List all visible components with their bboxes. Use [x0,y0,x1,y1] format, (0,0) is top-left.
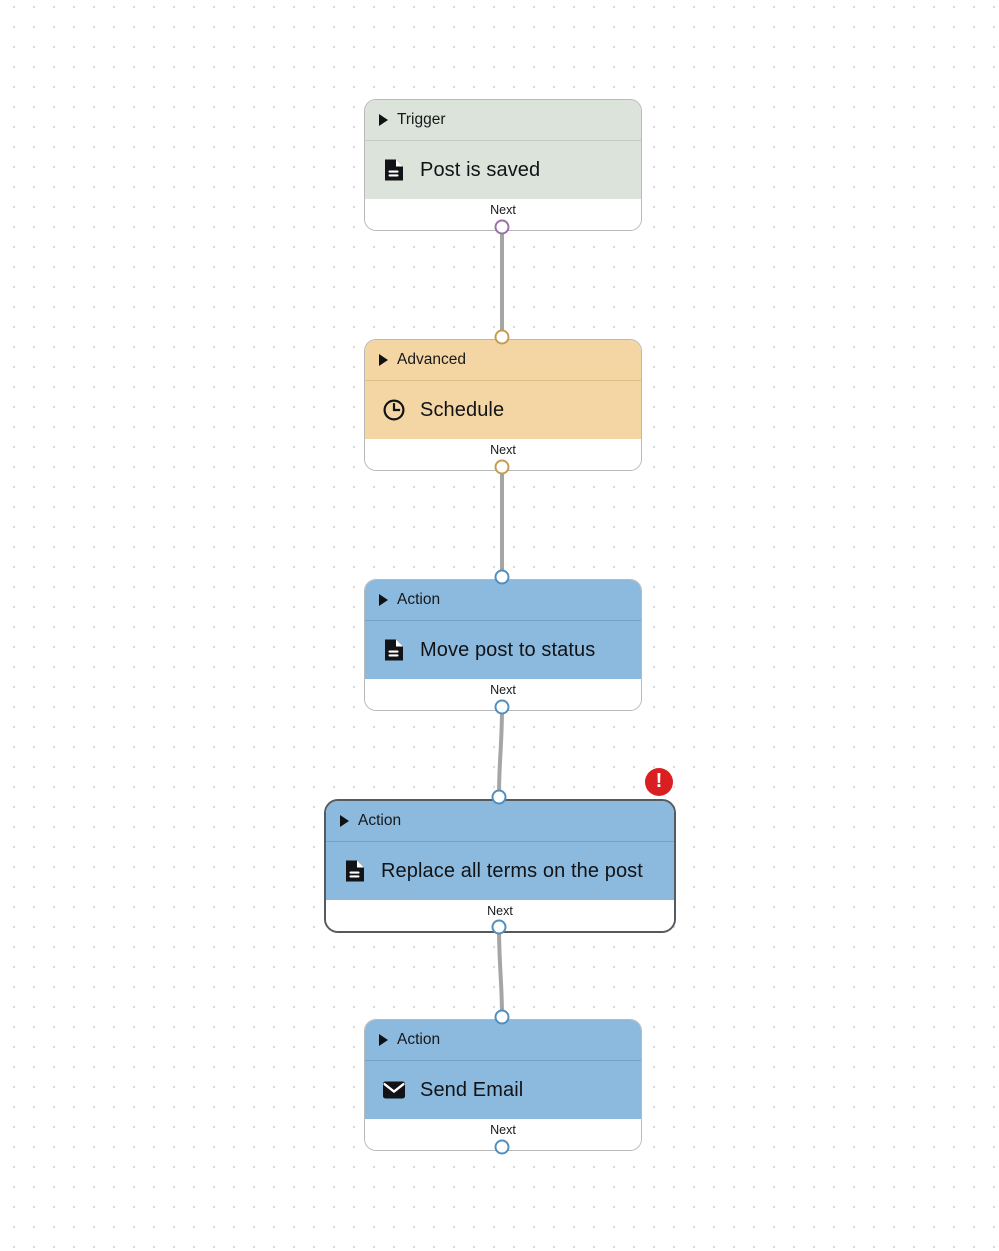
next-label: Next [490,443,516,457]
next-label: Next [487,904,513,918]
node-input-port[interactable] [494,329,510,345]
document-icon [385,639,403,661]
document-icon [382,638,406,662]
node-body[interactable]: Replace all terms on the post [326,842,674,900]
node-input-port[interactable] [491,789,507,805]
node-category-label: Advanced [397,351,466,368]
expand-caret-icon[interactable] [379,594,388,606]
next-label: Next [490,683,516,697]
node-input-port[interactable] [494,569,510,585]
document-icon [382,158,406,182]
node-body[interactable]: Send Email [365,1061,641,1119]
node-output-port[interactable] [494,699,510,715]
document-icon [343,859,367,883]
node-body[interactable]: Move post to status [365,621,641,679]
clock-icon [383,399,405,421]
node-header[interactable]: Advanced [365,340,641,380]
node-category-label: Action [358,812,402,829]
node-divider [326,841,674,842]
node-header[interactable]: Trigger [365,100,641,140]
node-output-port[interactable] [494,459,510,475]
node-header[interactable]: Action [326,801,674,841]
node-title: Move post to status [420,638,596,661]
expand-caret-icon[interactable] [379,114,388,126]
node-category-label: Action [397,1031,441,1048]
expand-caret-icon[interactable] [379,1034,388,1046]
node-title: Replace all terms on the post [381,859,643,882]
next-label: Next [490,1123,516,1137]
workflow-edge[interactable] [497,705,504,799]
node-divider [365,620,641,621]
error-exclamation-icon: ! [655,770,663,792]
node-title: Schedule [420,398,505,421]
expand-caret-icon[interactable] [340,815,349,827]
node-divider [365,140,641,141]
node-output-port[interactable] [494,219,510,235]
document-icon [346,860,364,882]
node-body[interactable]: Schedule [365,381,641,439]
node-header[interactable]: Action [365,1020,641,1060]
node-error-badge[interactable]: ! [645,768,673,796]
node-input-port[interactable] [494,1009,510,1025]
expand-caret-icon[interactable] [379,354,388,366]
envelope-icon [383,1081,405,1099]
node-output-port[interactable] [494,1139,510,1155]
node-category-label: Trigger [397,111,446,128]
envelope-icon [382,1078,406,1102]
node-output-port[interactable] [491,919,507,935]
node-divider [365,380,641,381]
node-title: Post is saved [420,158,541,181]
document-icon [385,159,403,181]
node-category-label: Action [397,591,441,608]
node-body[interactable]: Post is saved [365,141,641,199]
workflow-edge[interactable] [497,925,504,1019]
node-header[interactable]: Action [365,580,641,620]
next-label: Next [490,203,516,217]
node-title: Send Email [420,1078,524,1101]
clock-icon [382,398,406,422]
node-divider [365,1060,641,1061]
